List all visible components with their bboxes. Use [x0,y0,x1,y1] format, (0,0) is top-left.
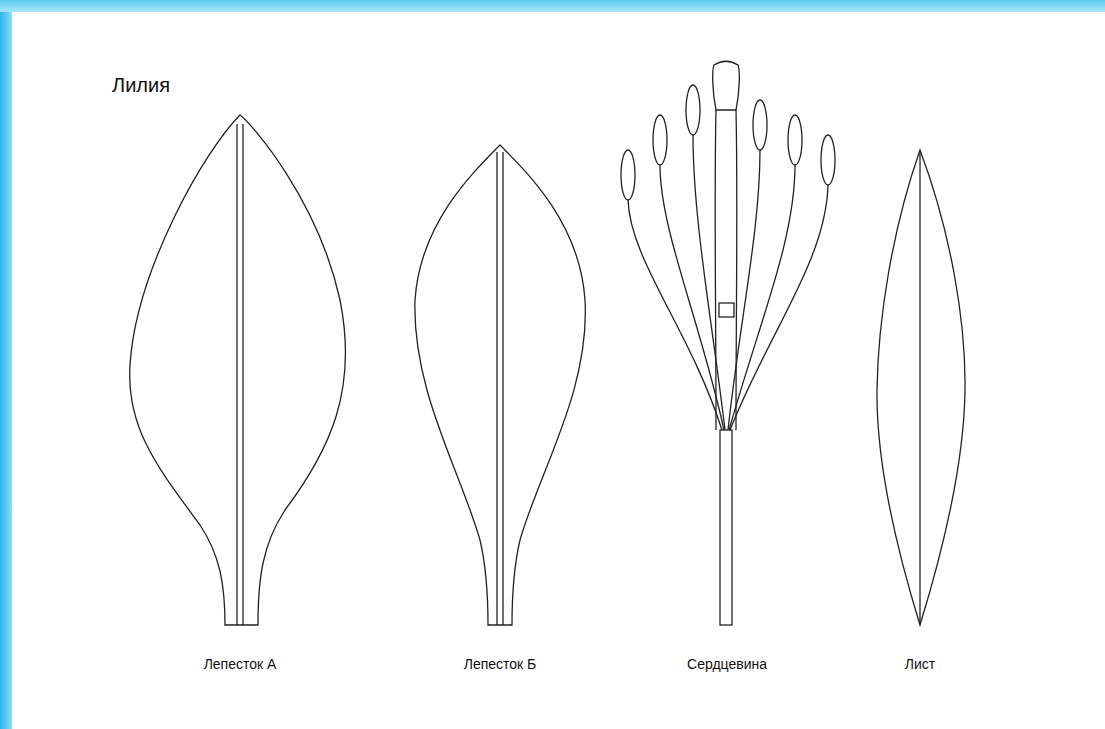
part-label: Лепесток А [204,656,277,672]
midrib [242,124,243,625]
frame-strip [0,0,1105,12]
petal-outline [415,145,585,625]
stamens [621,61,835,430]
midrib [236,124,237,625]
stem [720,430,732,625]
midrib [919,150,920,625]
part-label: Сердцевина [687,656,767,672]
frame-strip [0,0,12,729]
part-label: Лист [905,656,935,672]
template-title: Лилия [112,74,170,97]
midrib [502,152,503,625]
leaf-outline [877,150,965,625]
part-label: Лепесток Б [464,656,537,672]
petal-outline [130,115,346,625]
midrib [496,152,497,625]
